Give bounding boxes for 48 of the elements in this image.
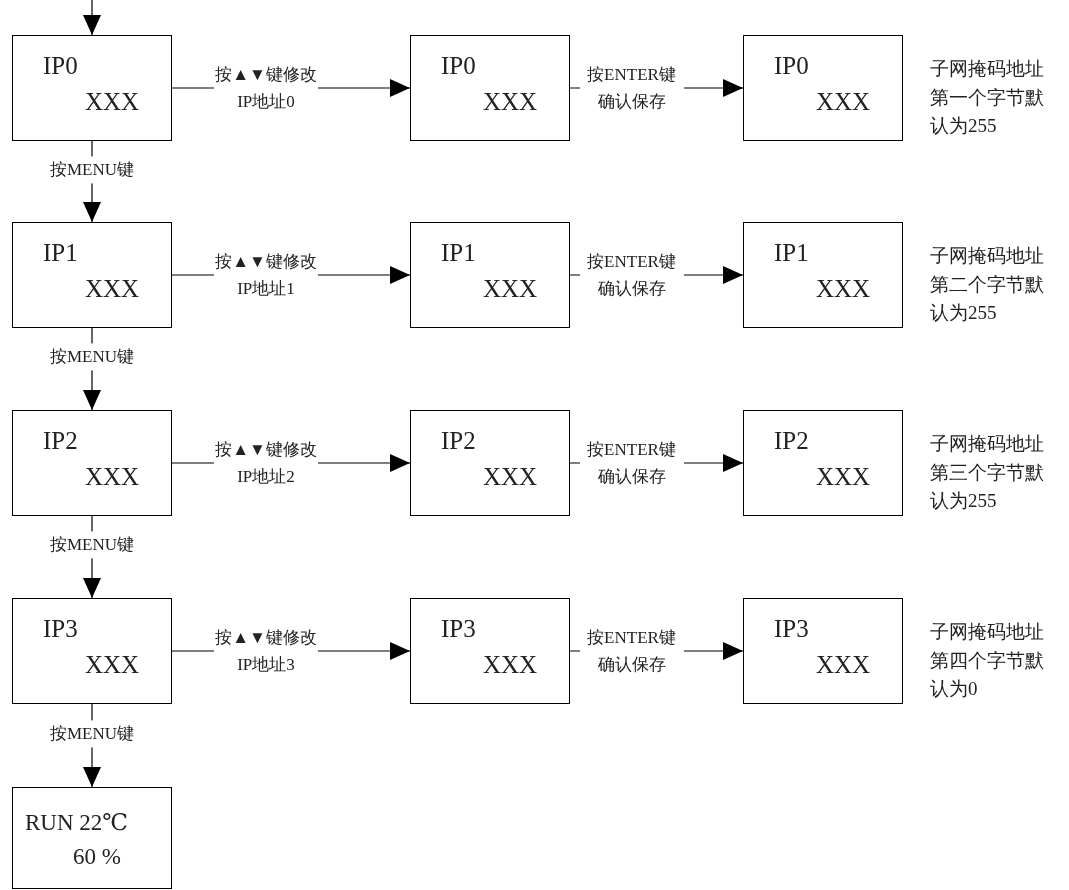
display-line: IP2	[43, 427, 78, 455]
note-text: 子网掩码地址第一个字节默认为255	[930, 57, 1045, 138]
display-box	[410, 598, 570, 704]
display-box	[12, 410, 172, 516]
display-value: XXX	[85, 275, 140, 303]
display-value: 60 %	[73, 844, 121, 870]
note-text: 子网掩码地址第四个字节默认为0	[930, 620, 1045, 701]
display-value: XXX	[85, 88, 140, 116]
edge-label: 按MENU键	[49, 155, 135, 184]
display-box	[410, 410, 570, 516]
display-value: XXX	[483, 463, 538, 491]
note-text: 子网掩码地址第三个字节默认为255	[930, 432, 1045, 513]
display-box	[410, 222, 570, 328]
display-line: IP0	[441, 52, 476, 80]
note-text: 子网掩码地址第二个字节默认为255	[930, 244, 1045, 325]
display-line: IP0	[43, 52, 78, 80]
display-value: XXX	[483, 275, 538, 303]
display-box	[743, 598, 903, 704]
edge-label: 按MENU键	[49, 719, 135, 748]
display-line: IP2	[774, 427, 809, 455]
display-line: IP3	[441, 615, 476, 643]
display-box	[743, 35, 903, 141]
display-value: XXX	[483, 651, 538, 679]
display-box	[743, 222, 903, 328]
display-line: IP0	[774, 52, 809, 80]
display-box	[12, 222, 172, 328]
display-line: IP1	[43, 239, 78, 267]
display-value: XXX	[816, 275, 871, 303]
display-value: XXX	[816, 463, 871, 491]
display-box	[12, 35, 172, 141]
display-line: IP1	[441, 239, 476, 267]
display-box	[12, 598, 172, 704]
display-line: IP2	[441, 427, 476, 455]
display-box	[12, 787, 172, 889]
display-box	[743, 410, 903, 516]
display-value: XXX	[85, 463, 140, 491]
display-line: IP3	[43, 615, 78, 643]
arrow	[83, 0, 101, 36]
display-line: RUN 22℃	[25, 810, 129, 836]
display-value: XXX	[483, 88, 538, 116]
edge-label: 按MENU键	[49, 343, 135, 371]
display-value: XXX	[85, 651, 140, 679]
display-line: IP1	[774, 239, 809, 267]
display-value: XXX	[816, 651, 871, 679]
display-line: IP3	[774, 615, 809, 643]
edge-label: 按MENU键	[49, 531, 135, 559]
display-box	[410, 35, 570, 141]
display-value: XXX	[816, 88, 871, 116]
